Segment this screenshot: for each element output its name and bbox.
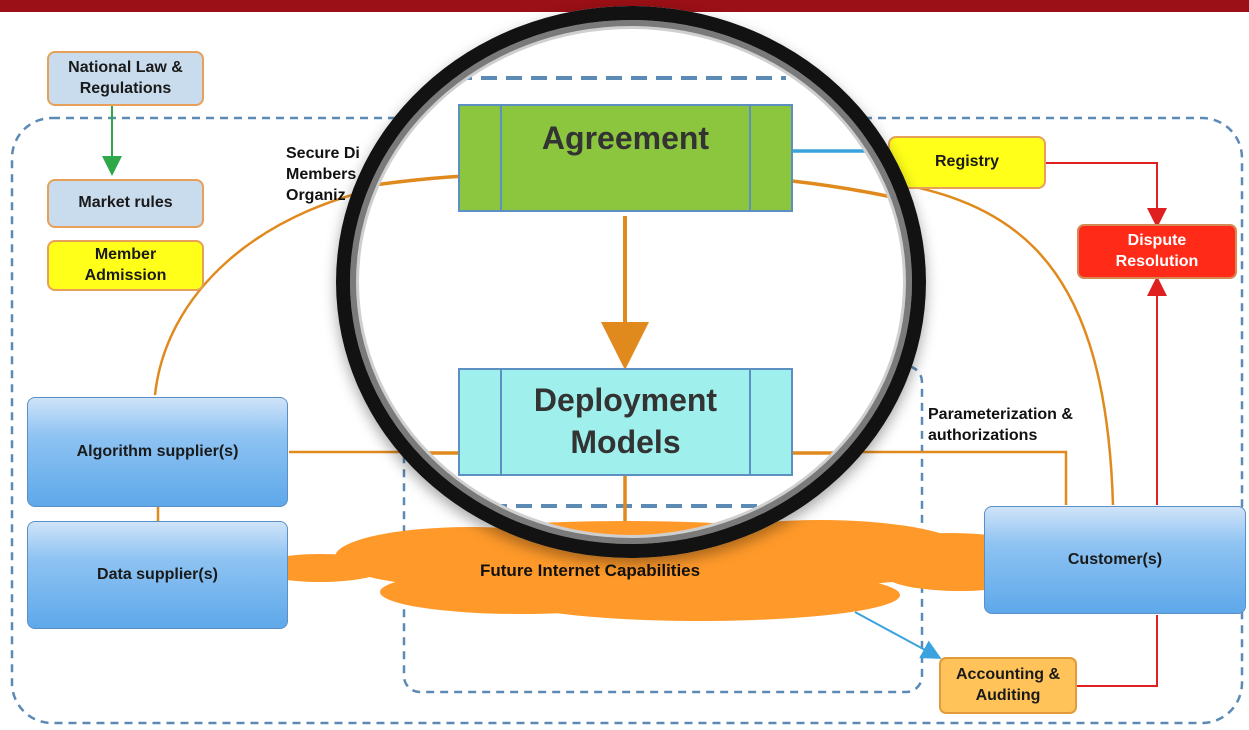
market-rules-box: Market rules <box>47 179 204 228</box>
data-supplier-box: Data supplier(s) <box>27 521 288 629</box>
member-admission-box: Member Admission <box>47 240 204 291</box>
future-internet-label: Future Internet Capabilities <box>480 561 701 580</box>
dispute-resolution-label: Dispute Resolution <box>1115 231 1199 270</box>
magnifier-ring <box>336 6 926 558</box>
dispute-resolution-box: Dispute Resolution <box>1077 224 1237 279</box>
registry-label: Registry <box>934 153 1000 171</box>
customer-box: Customer(s) <box>984 506 1246 614</box>
algorithm-supplier-box: Algorithm supplier(s) <box>27 397 288 507</box>
secure-text: Secure Di Members Organiz <box>286 143 360 206</box>
market-rules-label: Market rules <box>78 194 173 212</box>
accounting-label: Accounting & Auditing <box>956 665 1060 704</box>
registry-box: Registry <box>888 136 1046 189</box>
secure-text-line3: Organiz <box>286 187 346 204</box>
customer-to-accounting-line <box>1077 615 1158 687</box>
secure-text-line2: Members <box>286 166 357 183</box>
national-law-box: National Law & Regulations <box>47 51 204 106</box>
secure-text-line1: Secure Di <box>286 145 360 162</box>
member-admission-label: Member Admission <box>84 245 167 284</box>
param-line <box>860 450 1068 505</box>
parameterization-label: Parameterization & authorizations <box>928 406 1073 444</box>
registry-to-dispute-line <box>1046 162 1167 228</box>
accounting-box: Accounting & Auditing <box>939 657 1077 714</box>
national-law-label: National Law & Regulations <box>68 58 183 97</box>
algorithm-supplier-label: Algorithm supplier(s) <box>76 443 239 460</box>
cloud-to-accounting-arrow <box>854 611 942 659</box>
customer-label: Customer(s) <box>1067 551 1163 568</box>
data-supplier-label: Data supplier(s) <box>97 566 218 583</box>
